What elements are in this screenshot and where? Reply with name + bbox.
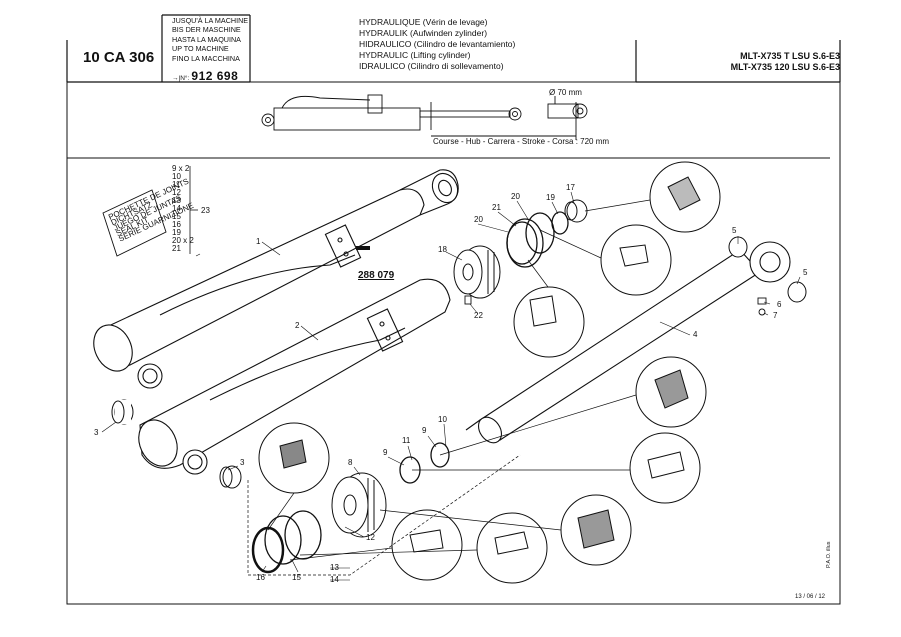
callout: 3 — [94, 428, 99, 437]
callout: 10 — [438, 415, 447, 424]
callout: 2 — [295, 321, 300, 330]
seal-kit-item: 10 — [172, 172, 181, 181]
diameter-label: Ø 70 mm — [549, 88, 582, 97]
model-line: MLT-X735 120 LSU S.6-E3 — [730, 62, 840, 72]
callout: 20 — [511, 192, 520, 201]
callout: 6 — [777, 300, 782, 309]
until-line: BIS DER MASCHINE — [172, 25, 241, 35]
callout: 21 — [492, 203, 501, 212]
header-frame — [66, 14, 841, 83]
cylinder-barrel-lower — [138, 278, 451, 475]
seal-kit-item: 14 — [172, 204, 181, 213]
callouts: 1 2 3 3 4 5 5 6 7 8 9 9 10 11 12 13 14 1… — [94, 183, 808, 584]
cylinder-barrel-upper — [93, 169, 459, 389]
callout-leaders — [101, 191, 801, 581]
seal-kit-bracket — [189, 166, 198, 254]
stroke-label: Course - Hub - Carrera - Stroke - Corsa … — [433, 137, 609, 146]
title-line: HIDRAULICO (Cilindro de levantamiento) — [359, 39, 516, 49]
seal-kit-number: 23 — [201, 206, 210, 215]
piston-head-upper — [453, 245, 501, 299]
title-block: HYDRAULIQUE (Vérin de levage) HYDRAULIK … — [359, 17, 515, 72]
overview-cylinder — [261, 94, 588, 140]
drawing-frame — [66, 81, 841, 605]
serial-number: 912 698 — [191, 69, 239, 83]
callout: 17 — [566, 183, 575, 192]
seal-kit-text: POCHETTE DE JOINTS DICHTSATZ JUEGO DE JU… — [107, 177, 195, 244]
model-line: MLT-X735 T LSU S.6-E3 — [740, 51, 840, 61]
callout: 19 — [546, 193, 555, 202]
callout: 12 — [366, 533, 375, 542]
seal-kit-item: 21 — [172, 244, 181, 253]
page-code: 10 CA 306 — [83, 49, 155, 66]
seal-kit-item: 12 — [172, 188, 181, 197]
callout: 7 — [773, 311, 778, 320]
callout: 9 — [383, 448, 388, 457]
callout: 13 — [330, 563, 339, 572]
seal-kit-item: 20 x 2 — [172, 236, 194, 245]
title-line: HYDRAULIQUE (Vérin de levage) — [359, 17, 488, 27]
seal-kit-item: 11 — [172, 180, 181, 189]
ref-part-number: 288 079 — [358, 270, 395, 281]
callout: 5 — [803, 268, 808, 277]
callout: 16 — [256, 573, 265, 582]
seal-kit-item: 15 — [172, 212, 181, 221]
footer-date: 13 / 06 / 12 — [795, 594, 826, 600]
title-line: HYDRAULIC (Lifting cylinder) — [359, 50, 471, 60]
small-parts — [464, 295, 767, 316]
side-credit: P.A.O. illus — [826, 541, 832, 569]
model-list: MLT-X735 T LSU S.6-E3 MLT-X735 120 LSU S… — [640, 51, 840, 73]
callout: 5 — [732, 226, 737, 235]
detail-leaders — [267, 199, 651, 561]
seal-rings — [251, 211, 569, 574]
callout: 1 — [256, 237, 261, 246]
seal-kit-item: 16 — [172, 220, 181, 229]
until-line: UP TO MACHINE — [172, 44, 229, 54]
title-line: HYDRAULIK (Aufwinden zylinder) — [359, 28, 488, 38]
detail-profiles — [279, 176, 701, 555]
serial-row: →|N°: 912 698 — [172, 69, 238, 83]
seal-kit-tag — [102, 189, 167, 257]
piston-head-lower — [331, 472, 387, 538]
piston-rod — [465, 241, 791, 444]
ref-marker — [356, 246, 370, 250]
until-line: JUSQU'À LA MACHINE — [172, 16, 249, 25]
title-line: IDRAULICO (Cilindro di sollevamento) — [359, 61, 504, 71]
seal-kit-item: 19 — [172, 228, 181, 237]
callout: 18 — [438, 245, 447, 254]
callout: 11 — [402, 436, 411, 445]
callout: 4 — [693, 330, 698, 339]
until-machine-block: JUSQU'À LA MACHINE BIS DER MASCHINE HAST… — [172, 16, 248, 63]
callout: 22 — [474, 311, 483, 320]
bushings — [111, 199, 807, 489]
callout: 9 — [422, 426, 427, 435]
seal-kit-item: 13 — [172, 196, 181, 205]
serial-prefix: →|N°: — [172, 75, 190, 82]
callout: 15 — [292, 573, 301, 582]
assembly-dash — [247, 454, 521, 576]
until-line: FINO LA MACCHINA — [172, 53, 240, 63]
seal-kit-list: 9 x 2 10 11 12 13 14 15 16 19 20 x 2 21 — [172, 164, 194, 253]
callout: 14 — [330, 575, 339, 584]
seal-kit-item: 9 x 2 — [172, 164, 190, 173]
until-line: HASTA LA MAQUINA — [172, 34, 241, 44]
callout: 20 — [474, 215, 483, 224]
callout: 3 — [240, 458, 245, 467]
callout: 8 — [348, 458, 353, 467]
